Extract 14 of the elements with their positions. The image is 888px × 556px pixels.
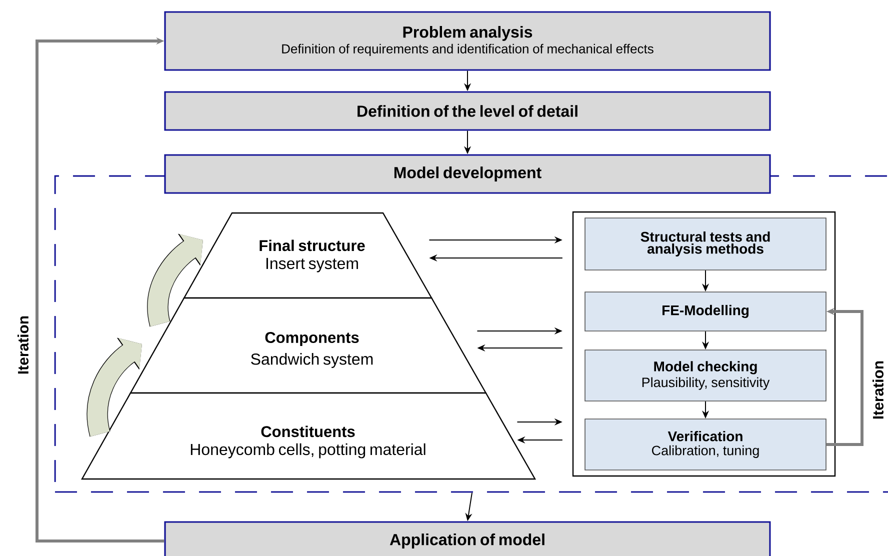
curved-arrow <box>86 338 142 436</box>
edge-label: Iteration <box>872 359 884 421</box>
curved-arrow <box>147 234 203 326</box>
edge-label: Iteration <box>16 314 30 376</box>
process-box: Model checking Plausibility, sensitivity <box>584 350 826 402</box>
process-box: Verification Calibration, tuning <box>584 418 826 470</box>
process-box: Problem analysis Definition of requirements and identification of mechanical effects <box>164 11 771 71</box>
process-box: Model development <box>164 154 771 194</box>
process-box: Structural tests and analysis methods <box>584 218 826 270</box>
process-box: FE-Modelling <box>584 292 826 332</box>
process-box: Application of model <box>164 521 771 556</box>
process-box: Definition of the level of detail <box>164 91 771 131</box>
pyramid-layer: Final structure Insert system <box>183 212 433 299</box>
arrow <box>36 37 164 542</box>
